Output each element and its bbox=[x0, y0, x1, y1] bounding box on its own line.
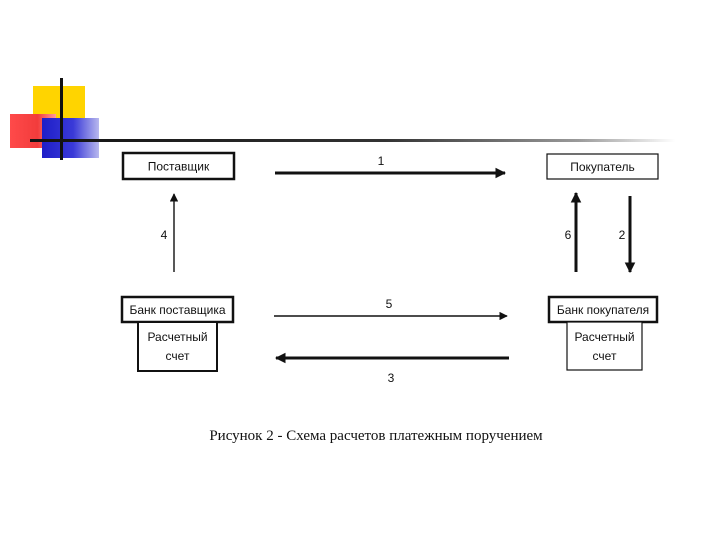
edge-1-label: 1 bbox=[378, 154, 385, 168]
edge-3: 3 bbox=[274, 352, 509, 385]
vertical-rule-decoration bbox=[60, 78, 63, 160]
node-supplier-account-line2: счет bbox=[166, 349, 190, 363]
edge-1: 1 bbox=[275, 154, 507, 179]
blue-square-decoration bbox=[42, 118, 99, 158]
node-supplier-bank-label: Банк поставщика bbox=[129, 303, 225, 317]
node-supplier: Поставщик bbox=[121, 151, 236, 181]
node-supplier-label: Поставщик bbox=[148, 160, 210, 174]
node-buyer-bank-label: Банк покупателя bbox=[557, 303, 649, 317]
node-supplier-bank: Банк поставщика bbox=[120, 295, 235, 324]
edge-5-label: 5 bbox=[386, 297, 393, 311]
node-buyer: Покупатель bbox=[546, 153, 659, 180]
node-supplier-account: Расчетный счет bbox=[137, 321, 218, 372]
edge-4-label: 4 bbox=[161, 228, 168, 242]
node-buyer-account: Расчетный счет bbox=[566, 321, 643, 371]
node-buyer-account-line2: счет bbox=[593, 349, 617, 363]
edge-5: 5 bbox=[274, 297, 508, 321]
edge-6: 6 bbox=[565, 191, 582, 272]
figure-caption: Рисунок 2 - Схема расчетов платежным пор… bbox=[209, 428, 543, 444]
node-buyer-label: Покупатель bbox=[570, 160, 634, 174]
node-supplier-account-line1: Расчетный bbox=[147, 330, 207, 344]
edge-2: 2 bbox=[619, 196, 636, 274]
node-buyer-account-line1: Расчетный bbox=[574, 330, 634, 344]
horizontal-rule-decoration bbox=[30, 139, 675, 142]
edge-4: 4 bbox=[161, 193, 179, 272]
node-buyer-bank: Банк покупателя bbox=[547, 295, 659, 324]
edge-6-label: 6 bbox=[565, 228, 572, 242]
edge-2-label: 2 bbox=[619, 228, 626, 242]
edge-3-label: 3 bbox=[388, 371, 395, 385]
